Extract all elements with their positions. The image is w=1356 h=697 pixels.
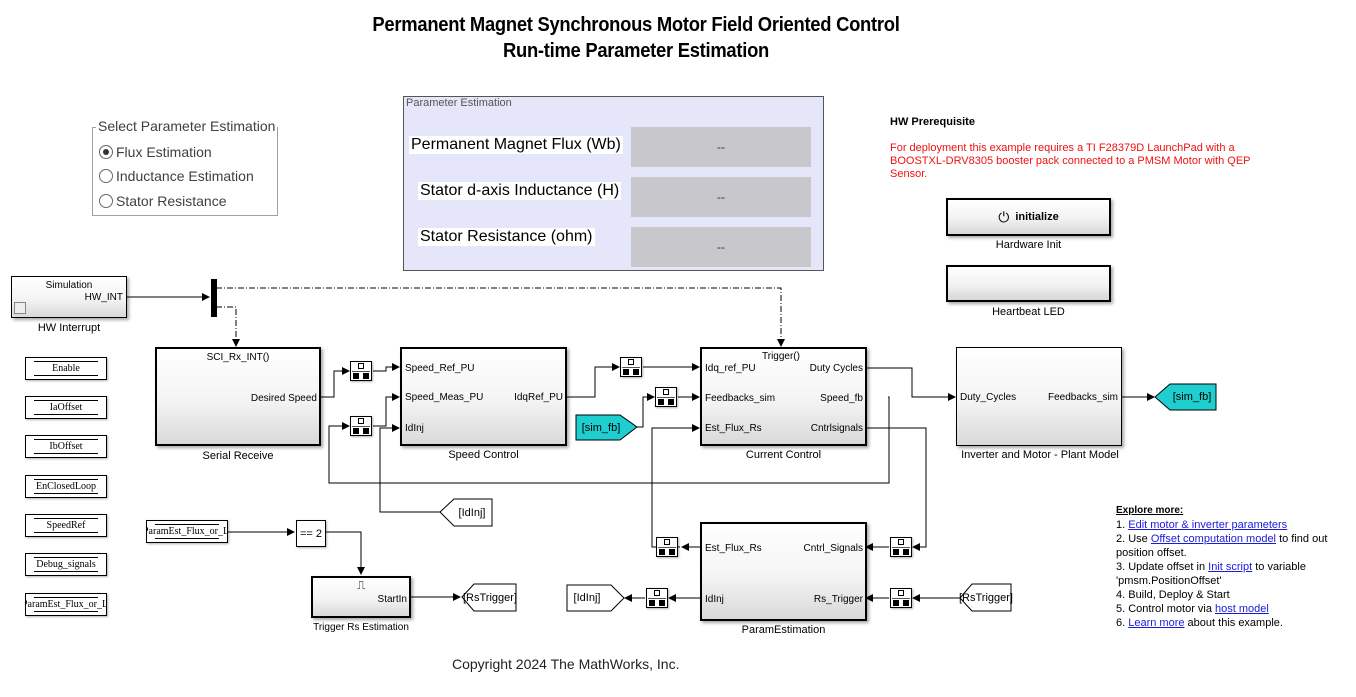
- estimation-group-legend: Select Parameter Estimation: [96, 118, 278, 134]
- serial-receive-block[interactable]: SCI_Rx_INT() Desired Speed: [155, 347, 321, 446]
- goto-idinj-top-label[interactable]: [IdInj]: [458, 506, 486, 519]
- trigger-rs-block[interactable]: ⎍ StartIn: [311, 576, 411, 618]
- inductance-label: Stator d-axis Inductance (H): [418, 182, 622, 200]
- explore-item-1: 1. Edit motor & inverter parameters: [1116, 519, 1288, 531]
- parameter-panel-title: Parameter Estimation: [406, 97, 512, 109]
- rate-transition-6[interactable]: [646, 588, 668, 608]
- speed-control-block[interactable]: Speed_Ref_PU Speed_Meas_PU IdInj IdqRef_…: [400, 347, 567, 446]
- host-model-link[interactable]: host model: [1215, 603, 1269, 615]
- data-store-speedref[interactable]: SpeedRef: [25, 514, 107, 537]
- resistance-value-display: --: [631, 227, 811, 267]
- rate-transition-1[interactable]: [350, 361, 372, 381]
- goto-sim-fb-label[interactable]: [sim_fb]: [581, 421, 621, 434]
- rate-transition-5[interactable]: [656, 537, 678, 557]
- hardware-init-caption: Hardware Init: [995, 239, 1062, 251]
- from-sim-fb-label[interactable]: [sim_fb]: [1172, 391, 1212, 403]
- radio-flux-estimation[interactable]: Flux Estimation: [99, 144, 212, 160]
- copyright-text: Copyright 2024 The MathWorks, Inc.: [452, 656, 680, 672]
- radio-selected-icon: [99, 145, 113, 159]
- hw-interrupt-caption: HW Interrupt: [37, 322, 101, 334]
- data-store-read-paramest[interactable]: ParamEst_Flux_or_L: [146, 520, 228, 543]
- flux-value-display: --: [631, 127, 811, 167]
- data-store-iboffset[interactable]: IbOffset: [25, 435, 107, 458]
- rate-transition-3[interactable]: [620, 357, 642, 377]
- radio-inductance-estimation[interactable]: Inductance Estimation: [99, 168, 254, 184]
- data-store-enable[interactable]: Enable: [25, 357, 107, 380]
- heartbeat-led-block[interactable]: [946, 265, 1111, 302]
- wire-fcall-serial: [216, 306, 240, 347]
- radio-stator-resistance[interactable]: Stator Resistance: [99, 193, 227, 209]
- offset-model-link[interactable]: Offset computation model: [1150, 533, 1277, 545]
- hw-prerequisite-text: For deployment this example requires a T…: [890, 142, 1251, 180]
- param-estimation-block[interactable]: Est_Flux_Rs IdInj Cntrl_Signals Rs_Trigg…: [700, 522, 867, 621]
- inductance-value-display: --: [631, 177, 811, 217]
- explore-item-3: 3. Update offset in Init script to varia…: [1116, 561, 1306, 587]
- plant-model-caption: Inverter and Motor - Plant Model: [961, 449, 1119, 461]
- hw-interrupt-block[interactable]: Simulation HW_INT: [11, 276, 127, 318]
- subsystem-icon: [14, 302, 26, 314]
- explore-heading: Explore more:: [1116, 505, 1184, 516]
- radio-empty-icon: [99, 169, 113, 183]
- hardware-init-button[interactable]: ⏻ initialize: [946, 198, 1111, 236]
- current-control-block[interactable]: Trigger() Idq_ref_PU Feedbacks_sim Est_F…: [700, 347, 867, 446]
- data-store-paramest[interactable]: ParamEst_Flux_or_L: [25, 593, 107, 616]
- plant-model-block[interactable]: Duty_Cycles Feedbacks_sim: [956, 347, 1122, 446]
- goto-rstrigger-label[interactable]: [RsTrigger]: [463, 591, 517, 604]
- rate-transition-8[interactable]: [890, 588, 912, 608]
- explore-more-panel: Explore more: 1. Edit motor & inverter p…: [1116, 504, 1346, 630]
- rate-transition-7[interactable]: [890, 537, 912, 557]
- data-store-debug-signals[interactable]: Debug_signals: [25, 553, 107, 576]
- compare-to-constant[interactable]: == 2: [296, 520, 326, 547]
- wire-fcall-current: [216, 287, 785, 347]
- explore-item-6: 6. Learn more about this example.: [1116, 617, 1283, 629]
- current-control-caption: Current Control: [745, 449, 822, 461]
- explore-item-5: 5. Control motor via host model: [1116, 603, 1269, 615]
- flux-label: Permanent Magnet Flux (Wb): [409, 136, 623, 154]
- power-icon: ⏻: [998, 208, 1010, 225]
- serial-receive-caption: Serial Receive: [202, 450, 274, 462]
- init-script-link[interactable]: Init script: [1208, 561, 1253, 573]
- rate-transition-4[interactable]: [655, 387, 677, 407]
- pulse-icon: ⎍: [357, 578, 366, 592]
- learn-more-link[interactable]: Learn more: [1128, 617, 1185, 629]
- data-store-enclosedloop[interactable]: EnClosedLoop: [25, 475, 107, 498]
- title-line-1: Permanent Magnet Synchronous Motor Field…: [372, 14, 900, 36]
- goto-idinj-bottom-label[interactable]: [IdInj]: [573, 592, 601, 604]
- data-store-iaoffset[interactable]: IaOffset: [25, 396, 107, 419]
- param-estimation-caption: ParamEstimation: [741, 624, 826, 636]
- edit-parameters-link[interactable]: Edit motor & inverter parameters: [1128, 519, 1288, 531]
- trigger-rs-caption: Trigger Rs Estimation: [313, 622, 409, 633]
- rate-transition-2[interactable]: [350, 416, 372, 436]
- speed-control-caption: Speed Control: [448, 449, 519, 461]
- hw-prerequisite-title: HW Prerequisite: [890, 116, 975, 128]
- mux-bar: [211, 279, 217, 317]
- from-rstrigger-label[interactable]: [RsTrigger]: [959, 591, 1013, 604]
- radio-empty-icon: [99, 194, 113, 208]
- heartbeat-led-caption: Heartbeat LED: [992, 306, 1065, 318]
- resistance-label: Stator Resistance (ohm): [418, 228, 595, 246]
- title-line-2: Run-time Parameter Estimation: [502, 40, 770, 62]
- explore-item-2: 2. Use Offset computation model to find …: [1116, 533, 1328, 559]
- explore-item-4: 4. Build, Deploy & Start: [1116, 589, 1230, 601]
